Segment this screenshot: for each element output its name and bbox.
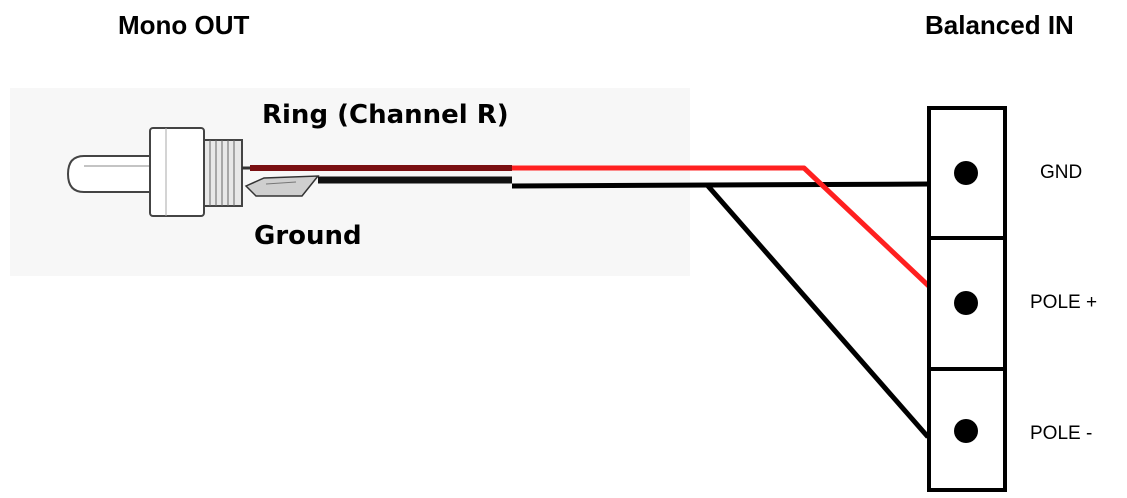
jack-body: [149, 127, 205, 217]
jack-solder-lug: [244, 175, 320, 197]
ground-wire-label: Ground: [254, 221, 362, 251]
mono-out-title: Mono OUT: [118, 10, 250, 40]
terminal-gnd-screw: [954, 161, 978, 185]
mono-jack-plug: [66, 127, 320, 217]
terminal-pole-plus-screw: [954, 291, 978, 315]
ground-wire-to-pole-minus: [706, 184, 930, 439]
ring-wire-label: Ring (Channel R): [262, 100, 509, 130]
jack-tip: [66, 155, 150, 193]
terminal-pole-minus-label: POLE -: [1030, 423, 1093, 444]
terminal-pole-plus-label: POLE +: [1030, 292, 1098, 313]
terminal-block: [927, 106, 1007, 492]
ground-wire-to-gnd: [511, 181, 931, 189]
terminal-pole-minus-screw: [954, 419, 978, 443]
balanced-in-title: Balanced IN: [925, 10, 1074, 40]
signal-wire-to-pole-plus: [512, 165, 936, 293]
terminal-gnd-label: GND: [1040, 162, 1083, 183]
